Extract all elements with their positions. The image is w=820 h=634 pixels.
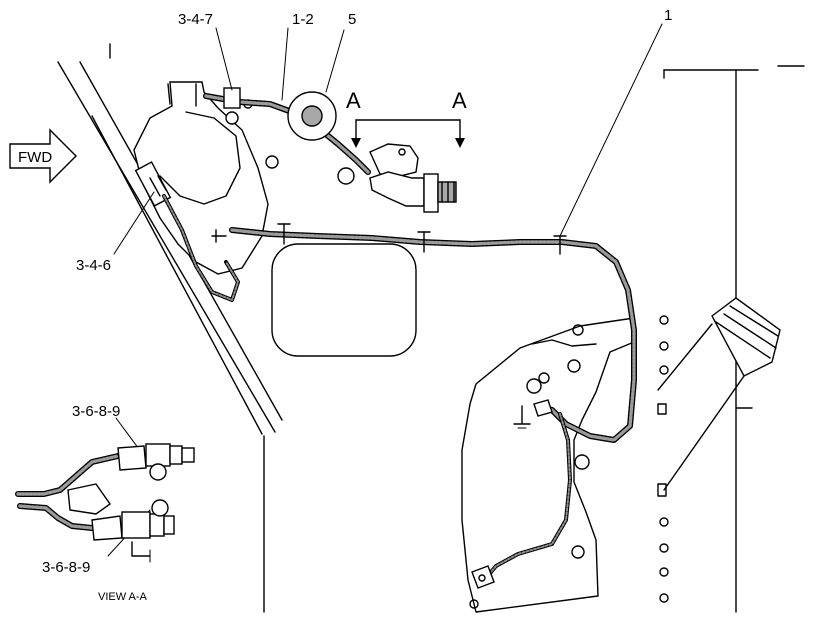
callout-clip: 3-4-7 [178, 11, 213, 28]
callout-rear-clip: 1 [664, 7, 672, 24]
callout-view-lower: 3-6-8-9 [42, 559, 90, 576]
view-a-a-inset: 3-6-8-9 3-6-8-9 VIEW A-A [15, 403, 195, 603]
frame-structure [57, 43, 805, 613]
callout-grommet: 5 [348, 11, 356, 28]
section-arrow-left-icon [351, 138, 361, 148]
section-marker: A A [346, 88, 467, 148]
forward-arrow-icon [9, 128, 77, 184]
fwd-arrow: FWD [9, 128, 77, 184]
fwd-label: FWD [18, 149, 52, 166]
section-label-left: A [346, 88, 361, 113]
callout-front-connector: 3-4-6 [76, 257, 111, 274]
bulkhead-connector [337, 143, 457, 213]
view-title: VIEW A-A [98, 591, 148, 603]
main-harness [203, 93, 637, 589]
mounting-bracket [461, 315, 669, 613]
callouts: 3-4-7 1-2 5 1 3-4-6 [76, 7, 672, 274]
section-label-right: A [452, 88, 467, 113]
callout-harness: 1-2 [292, 11, 314, 28]
cylinder-lever [657, 297, 781, 491]
grommet-5 [287, 91, 337, 141]
callout-view-upper: 3-6-8-9 [72, 403, 120, 420]
electrical-component [133, 81, 269, 302]
clip-3-4-7 [223, 87, 241, 125]
section-arrow-right-icon [455, 138, 465, 148]
